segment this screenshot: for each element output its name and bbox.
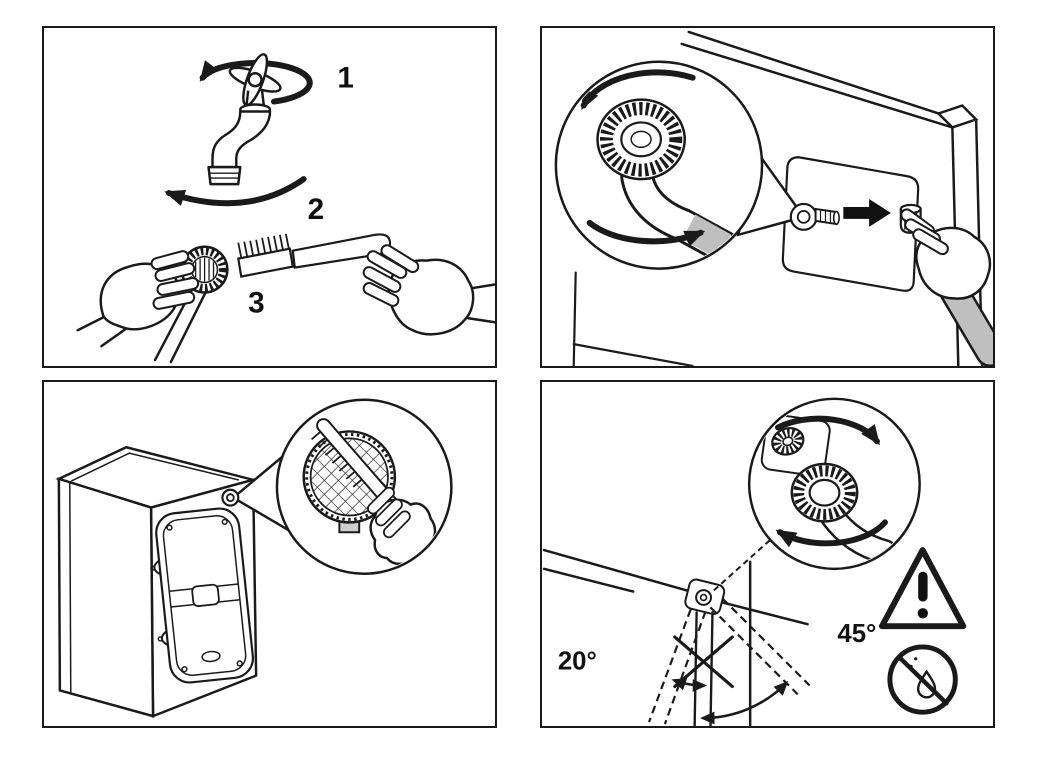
left-fingers [150,250,200,310]
tap-handle-hub [247,71,263,88]
brush-head [237,247,295,278]
right-palm [387,258,475,336]
warning-triangle-icon [879,547,967,630]
cw-arrow-bottom [775,519,888,548]
left-hand-icon [76,250,200,348]
panel2-illustration [554,30,993,366]
machine-base-lines [572,271,694,366]
machine-recess-panel [781,156,920,292]
left-wrist-lines [76,315,127,348]
panel-reattach-hose-angles: 20° 45° [540,380,995,728]
panel-clean-tap-and-filter: 1 2 3 [42,26,497,368]
exclamation-dot [917,608,928,619]
hose-body [623,163,741,263]
hose-ring-nut-icon [790,462,859,523]
left-dashed-hose [663,610,707,725]
pull-out-arrow-icon [843,198,891,227]
right-dashed-hose [721,597,811,687]
panel-clean-valve-filter [42,380,497,728]
door-inner [162,515,247,676]
service-door [150,507,255,684]
hose-gray-collar [681,214,732,259]
cw-arrow-top [774,415,881,446]
magnifier-contents [302,418,437,566]
machine-side-face [57,477,155,718]
hand-icon [900,208,992,300]
brush-bristles [311,426,368,488]
machine-bottom-edge [542,548,809,726]
cleaning-brush-icon [237,233,392,278]
no-dripping-icon [887,644,958,715]
inlet-valve-icon [789,202,840,231]
inlet-valve-icon [221,488,240,507]
hose-ring-nut-icon [596,98,686,181]
step-1-label: 1 [337,62,354,95]
filter-mesh-lines [195,257,215,282]
washing-machine-rear-icon [572,30,984,366]
tap-aerator [207,165,242,186]
right-hand-icon [362,244,495,336]
angle-arc-45 [700,681,789,725]
right-wrist-lines [466,283,495,324]
ccw-arrow-top [580,69,696,110]
angle-left-label: 20° [558,648,597,676]
rotation-arrow-icon [199,60,313,105]
brush-bristles [237,233,290,258]
fingers [367,486,411,539]
machine-top-inset [71,452,240,482]
angle-right-label: 45° [837,620,876,648]
valve-thread-lines [819,209,832,224]
right-fingers [362,244,420,307]
panel1-illustration: 1 2 3 [76,53,495,364]
panel4-illustration: 20° 45° [542,397,967,726]
tap-icon [207,53,282,186]
left-dashed-hose [648,608,692,723]
tap-spout [211,110,272,169]
step-2-label: 2 [308,193,325,226]
allowed-position-dashes [648,597,811,725]
nut-knurl [793,465,856,520]
exclamation-icon [918,571,928,602]
magnifier-contents [580,69,744,266]
panel-unscrew-hose-remove-filter [540,26,995,368]
cross-out-x [673,635,734,689]
unscrew-arrow-icon [164,176,307,207]
panel3-illustration [55,398,453,718]
hand-icon [367,486,437,566]
ccw-arrow-bottom [586,219,706,247]
callout-leader [711,539,771,593]
hose-connection-fitting [684,578,726,615]
magnifier-contents [760,413,898,565]
step-3-label: 3 [248,286,265,319]
right-dashed-hose [709,606,799,696]
door-latch [191,583,220,607]
tap-aerator-ridges [209,172,240,179]
fingers [900,208,949,256]
crossed-out-position-icon [673,611,734,726]
washing-machine-rear-icon [55,445,258,718]
nut-knurl [599,102,683,177]
valve-thread [771,426,805,456]
prohibition-slash [897,655,949,706]
